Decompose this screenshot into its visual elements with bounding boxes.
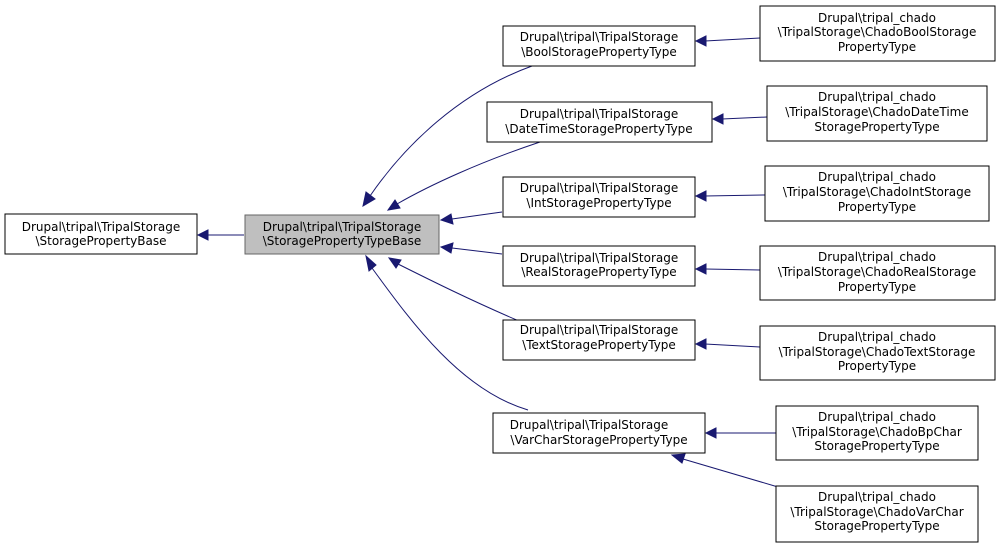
node-storage-property-type-base: Drupal\tripal\TripalStorage \StorageProp… <box>244 214 440 255</box>
edge-chadovarchar-to-varchar <box>670 453 779 488</box>
edge-typebase-to-base <box>196 229 244 241</box>
node-storage-property-base[interactable]: Drupal\tripal\TripalStorage \StorageProp… <box>4 213 198 255</box>
node-label-line-1: Drupal\tripal\TripalStorage <box>520 181 679 195</box>
node-label-line-3: PropertyType <box>838 359 916 373</box>
node-label-line-2: \TextStoragePropertyType <box>522 338 676 352</box>
node-label-line-2: \RealStoragePropertyType <box>521 265 676 279</box>
node-label-line-3: PropertyType <box>838 40 916 54</box>
node-label-line-2: \StoragePropertyBase <box>36 234 167 248</box>
node-label-line-2: \TripalStorage\ChadoBpChar <box>792 425 962 439</box>
node-label-line-1: Drupal\tripal_chado <box>818 410 936 424</box>
edge-chadotext-to-text <box>694 338 761 350</box>
node-label-line-1: Drupal\tripal_chado <box>818 170 936 184</box>
node-label-line-3: PropertyType <box>838 200 916 214</box>
node-label-line-1: Drupal\tripal\TripalStorage <box>22 220 181 234</box>
node-chado-text-storage-property-type[interactable]: Drupal\tripal_chado \TripalStorage\Chado… <box>759 325 996 381</box>
node-int-storage-property-type[interactable]: Drupal\tripal\TripalStorage \IntStorageP… <box>502 176 696 218</box>
node-label-line-2: \BoolStoragePropertyType <box>521 45 677 59</box>
node-label-line-1: Drupal\tripal\TripalStorage <box>520 30 679 44</box>
node-chado-int-storage-property-type[interactable]: Drupal\tripal_chado \TripalStorage\Chado… <box>764 165 990 222</box>
node-label-line-2: \TripalStorage\ChadoVarChar <box>790 505 963 519</box>
edge-real-to-typebase <box>439 242 503 255</box>
node-label-line-2: \VarCharStoragePropertyType <box>510 433 687 447</box>
node-label-line-2: \TripalStorage\ChadoTextStorage <box>779 345 976 359</box>
edge-bool-to-typebase <box>362 65 533 208</box>
edge-datetime-to-typebase <box>386 141 541 211</box>
node-chado-bool-storage-property-type[interactable]: Drupal\tripal_chado \TripalStorage\Chado… <box>759 5 996 62</box>
node-chado-varchar-storage-property-type[interactable]: Drupal\tripal_chado \TripalStorage\Chado… <box>775 485 979 543</box>
node-label-line-2: \DateTimeStoragePropertyType <box>505 122 692 136</box>
edge-chadoint-to-int <box>694 190 766 202</box>
node-varchar-storage-property-type[interactable]: Drupal\tripal\TripalStorage \VarCharStor… <box>492 412 706 454</box>
node-label-line-2: \TripalStorage\ChadoDateTime <box>785 105 969 119</box>
node-datetime-storage-property-type[interactable]: Drupal\tripal\TripalStorage \DateTimeSto… <box>486 101 713 143</box>
node-label-line-1: Drupal\tripal_chado <box>818 11 936 25</box>
node-label-line-1: Drupal\tripal_chado <box>818 330 936 344</box>
edge-int-to-typebase <box>439 211 503 225</box>
edge-chadodatetime-to-datetime <box>711 113 768 125</box>
node-label-line-2: \StoragePropertyTypeBase <box>263 234 422 248</box>
node-real-storage-property-type[interactable]: Drupal\tripal\TripalStorage \RealStorage… <box>502 245 696 287</box>
node-label-line-2: \IntStoragePropertyType <box>526 196 671 210</box>
edge-varchar-to-typebase <box>365 254 529 411</box>
node-label-line-3: StoragePropertyType <box>814 439 939 453</box>
node-label-line-3: StoragePropertyType <box>814 519 939 533</box>
node-label-line-1: Drupal\tripal\TripalStorage <box>520 107 679 121</box>
node-bool-storage-property-type[interactable]: Drupal\tripal\TripalStorage \BoolStorage… <box>502 25 696 67</box>
edge-chadoreal-to-real <box>694 263 761 275</box>
node-label-line-2: \TripalStorage\ChadoBoolStorage <box>778 25 977 39</box>
node-text-storage-property-type[interactable]: Drupal\tripal\TripalStorage \TextStorage… <box>502 319 696 361</box>
node-label-line-2: \TripalStorage\ChadoIntStorage <box>783 185 971 199</box>
node-label-line-1: Drupal\tripal_chado <box>818 490 936 504</box>
node-chado-real-storage-property-type[interactable]: Drupal\tripal_chado \TripalStorage\Chado… <box>759 245 996 301</box>
node-label-line-1: Drupal\tripal\TripalStorage <box>510 418 669 432</box>
node-label-line-1: Drupal\tripal_chado <box>818 90 936 104</box>
node-label-line-3: PropertyType <box>838 280 916 294</box>
node-label-line-1: Drupal\tripal\TripalStorage <box>520 251 679 265</box>
node-label-line-1: Drupal\tripal\TripalStorage <box>520 323 679 337</box>
node-label-line-1: Drupal\tripal_chado <box>818 250 936 264</box>
node-chado-bpchar-storage-property-type[interactable]: Drupal\tripal_chado \TripalStorage\Chado… <box>775 405 979 461</box>
node-label-line-1: Drupal\tripal\TripalStorage <box>263 220 422 234</box>
node-label-line-3: StoragePropertyType <box>814 120 939 134</box>
edge-chadobpchar-to-varchar <box>704 427 776 439</box>
node-label-line-2: \TripalStorage\ChadoRealStorage <box>778 265 976 279</box>
node-chado-datetime-storage-property-type[interactable]: Drupal\tripal_chado \TripalStorage\Chado… <box>766 85 988 142</box>
edge-chadobool-to-bool <box>694 35 761 47</box>
edge-text-to-typebase <box>387 257 520 322</box>
